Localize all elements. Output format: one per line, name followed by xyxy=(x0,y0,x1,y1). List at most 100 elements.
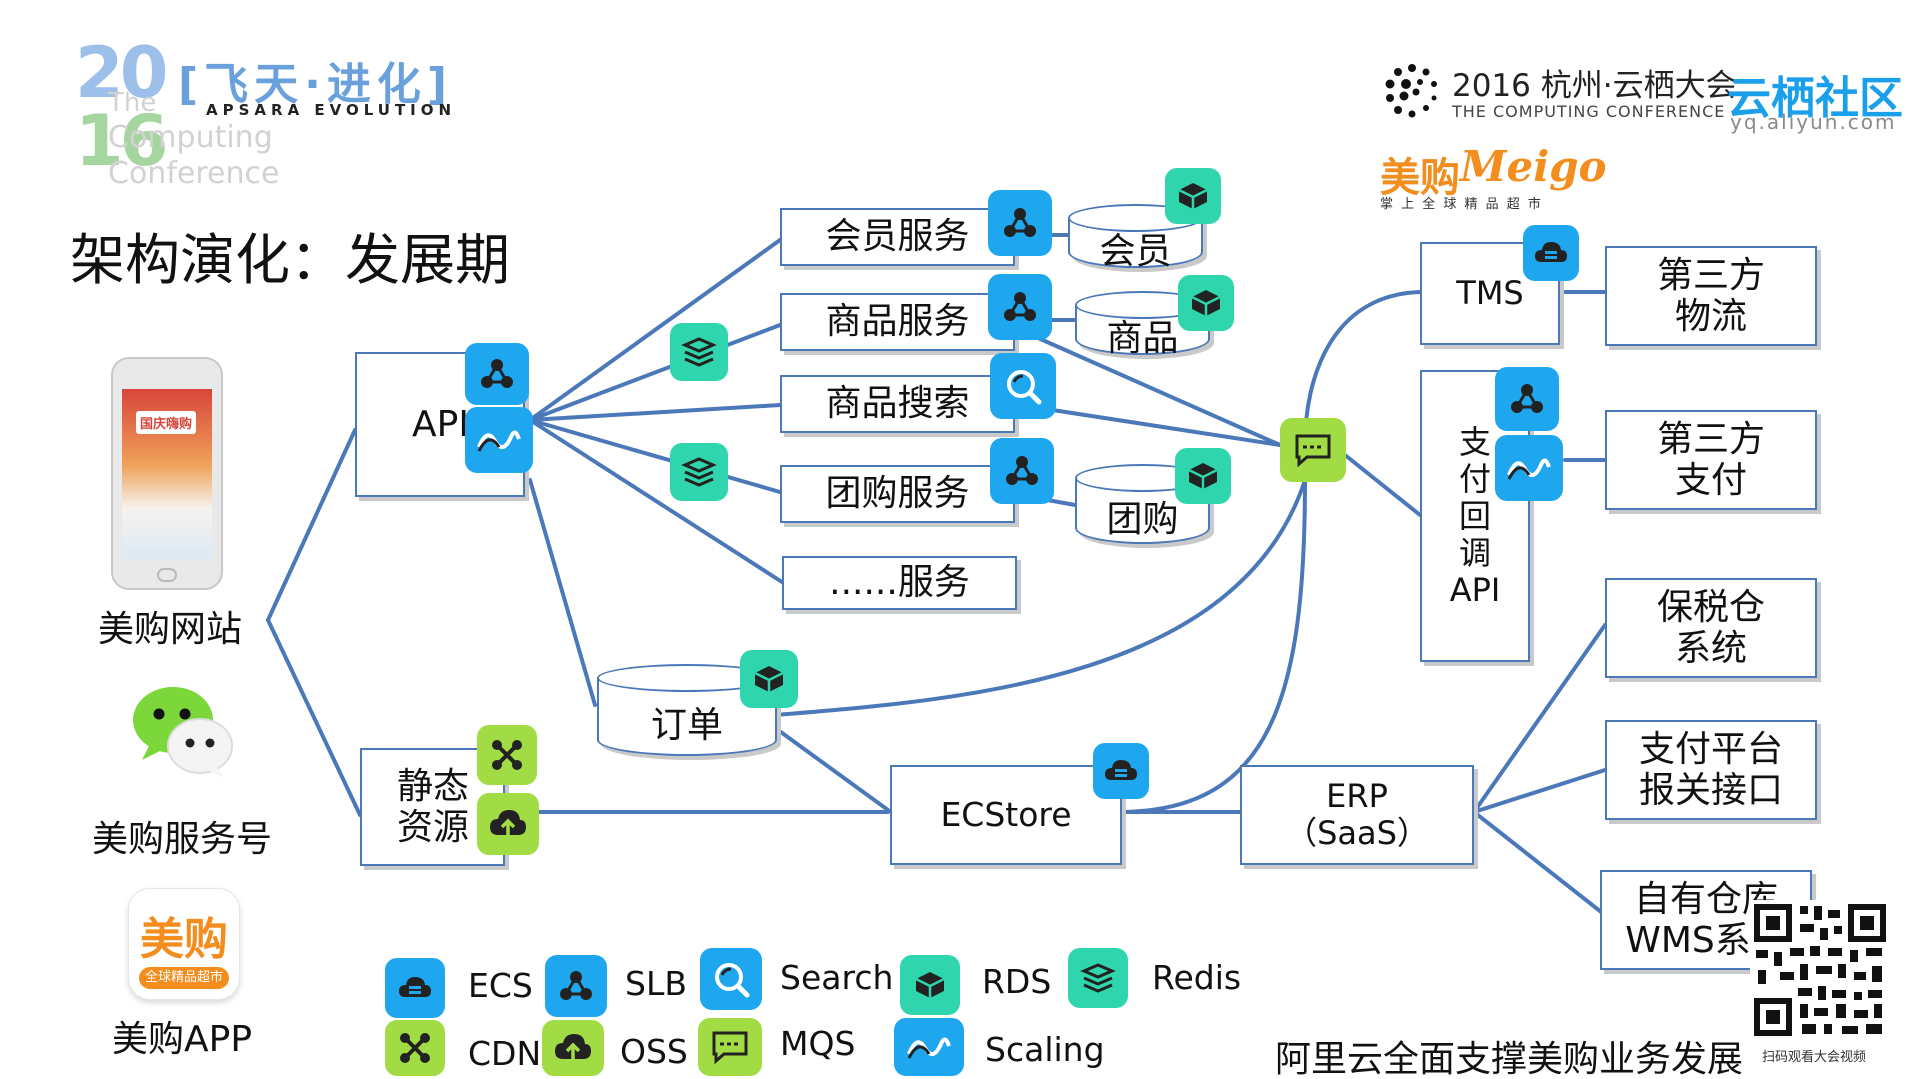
third-payment-line1: 第三方 xyxy=(1656,418,1765,460)
footer-statement: 阿里云全面支撑美购业务发展 xyxy=(1275,1039,1744,1079)
customs-line2: 报关接口 xyxy=(1638,770,1783,811)
customs-line1: 支付平台 xyxy=(1638,728,1783,770)
groupbuy-service-label: 团购服务 xyxy=(825,473,970,515)
year-logo-bottom: 16 xyxy=(75,100,168,182)
yunqi-logo-icon xyxy=(1382,60,1442,120)
db-groupbuy: 团购 xyxy=(1075,464,1210,544)
legend-oss-label: OSS xyxy=(620,1032,688,1071)
meigo-logo-en: Meigo xyxy=(1460,142,1607,191)
pay-callback-char-5: API xyxy=(1449,570,1501,609)
legend-scaling-label: Scaling xyxy=(985,1030,1105,1069)
conference-subtitle: THE COMPUTING CONFERENCE xyxy=(1452,102,1726,121)
ecstore-box: ECStore xyxy=(890,765,1122,865)
scaling-icon-payment xyxy=(1495,435,1563,501)
meigo-tagline: 掌 上 全 球 精 品 超 市 xyxy=(1380,197,1543,212)
community-url: yq.aliyun.com xyxy=(1730,110,1897,134)
ecstore-label: ECStore xyxy=(940,795,1072,835)
legend-search-icon xyxy=(700,948,762,1010)
client-website-label: 美购网站 xyxy=(98,609,243,650)
bonded-line2: 系统 xyxy=(1674,628,1747,669)
tms-label: TMS xyxy=(1456,274,1524,313)
meigo-app-icon: 美购 全球精品超市 xyxy=(128,888,240,1000)
legend-slb-label: SLB xyxy=(625,964,687,1003)
db-order-label: 订单 xyxy=(650,705,723,746)
db-member-label: 会员 xyxy=(1099,231,1172,272)
slb-icon-member xyxy=(988,190,1052,256)
legend-redis-label: Redis xyxy=(1152,958,1242,997)
bonded-warehouse-text: 保税仓 系统 xyxy=(1657,587,1765,670)
phone-mockup: 国庆嗨购 xyxy=(111,357,223,590)
legend-scaling-icon xyxy=(894,1018,964,1076)
bonded-line1: 保税仓 xyxy=(1656,586,1765,628)
legend-oss-icon xyxy=(542,1020,604,1076)
third-party-payment-box: 第三方 支付 xyxy=(1605,410,1817,510)
payment-callback-api-text: 支 付 回 调 API xyxy=(1449,422,1501,609)
legend-redis-icon xyxy=(1068,948,1128,1008)
more-service-box: ......服务 xyxy=(782,556,1017,610)
apsara-evolution: APSARA EVOLUTION xyxy=(206,101,457,119)
pay-callback-char-3: 回 xyxy=(1458,496,1491,535)
wechat-icon xyxy=(128,680,238,780)
third-logistics-line2: 物流 xyxy=(1674,296,1747,337)
customs-interface-text: 支付平台 报关接口 xyxy=(1639,729,1783,812)
faded-computing: Computing xyxy=(108,120,273,155)
goods-search-box: 商品搜索 xyxy=(780,375,1015,433)
member-service-box: 会员服务 xyxy=(780,208,1015,266)
pay-callback-char-4: 调 xyxy=(1458,533,1491,572)
rds-icon-groupbuy xyxy=(1175,448,1231,504)
db-groupbuy-label: 团购 xyxy=(1106,499,1179,540)
search-icon xyxy=(990,353,1056,419)
cdn-icon xyxy=(477,725,537,785)
legend-ecs-icon xyxy=(385,958,445,1018)
legend-rds-label: RDS xyxy=(982,962,1052,1001)
static-resources-line1: 静态 xyxy=(397,765,470,807)
phone-home-button xyxy=(157,568,177,582)
redis-icon xyxy=(670,323,728,381)
conference-year-title: 2016 杭州·云栖大会 xyxy=(1452,68,1737,104)
rds-icon-member xyxy=(1165,168,1221,224)
static-resources-text: 静态 资源 xyxy=(397,766,469,849)
slb-icon-payment xyxy=(1495,367,1559,431)
legend-cdn-icon xyxy=(385,1020,445,1076)
app-icon-sub: 全球精品超市 xyxy=(139,967,229,989)
third-logistics-line1: 第三方 xyxy=(1656,254,1765,296)
third-party-logistics-box: 第三方 物流 xyxy=(1605,246,1817,346)
pay-callback-char-1: 支 xyxy=(1458,422,1491,461)
scaling-icon xyxy=(465,407,533,473)
legend-search-label: Search xyxy=(780,958,894,997)
third-party-logistics-text: 第三方 物流 xyxy=(1657,255,1765,338)
erp-line1: ERP xyxy=(1326,777,1388,816)
legend-mqs-label: MQS xyxy=(780,1024,856,1063)
slb-icon-goods xyxy=(988,274,1052,340)
ecs-icon-ecstore xyxy=(1093,743,1149,799)
api-gateway-label: API xyxy=(412,403,469,445)
legend-mqs-icon xyxy=(698,1018,762,1076)
third-party-payment-text: 第三方 支付 xyxy=(1657,419,1765,502)
db-goods-label: 商品 xyxy=(1106,318,1179,359)
member-service-label: 会员服务 xyxy=(825,216,970,258)
db-member: 会员 xyxy=(1068,204,1203,272)
yunqi-community-label: 云栖社区 xyxy=(1727,73,1903,124)
slb-icon-groupbuy xyxy=(990,438,1054,504)
erp-line2: （SaaS） xyxy=(1285,814,1429,852)
legend-cdn-label: CDN xyxy=(468,1034,542,1073)
pay-callback-char-2: 付 xyxy=(1458,459,1491,498)
mqs-icon xyxy=(1280,418,1346,482)
oss-icon xyxy=(477,793,539,855)
goods-service-box: 商品服务 xyxy=(780,293,1015,351)
erp-box: ERP （SaaS） xyxy=(1240,765,1474,865)
goods-search-label: 商品搜索 xyxy=(825,383,970,425)
redis-icon-2 xyxy=(670,443,728,501)
meigo-logo-cn: 美购 xyxy=(1380,155,1460,201)
legend-rds-icon xyxy=(900,955,960,1015)
customs-interface-box: 支付平台 报关接口 xyxy=(1605,720,1817,820)
more-service-label: ......服务 xyxy=(829,562,970,604)
legend-slb-icon xyxy=(545,955,607,1017)
faded-conference: Conference xyxy=(108,156,280,191)
qr-code-image xyxy=(1750,900,1890,1040)
qr-caption: 扫码观看大会视频 xyxy=(1762,1050,1867,1065)
year-logo-top: 20 xyxy=(75,32,168,114)
slb-icon xyxy=(465,343,529,405)
static-resources-line2: 资源 xyxy=(397,807,470,848)
